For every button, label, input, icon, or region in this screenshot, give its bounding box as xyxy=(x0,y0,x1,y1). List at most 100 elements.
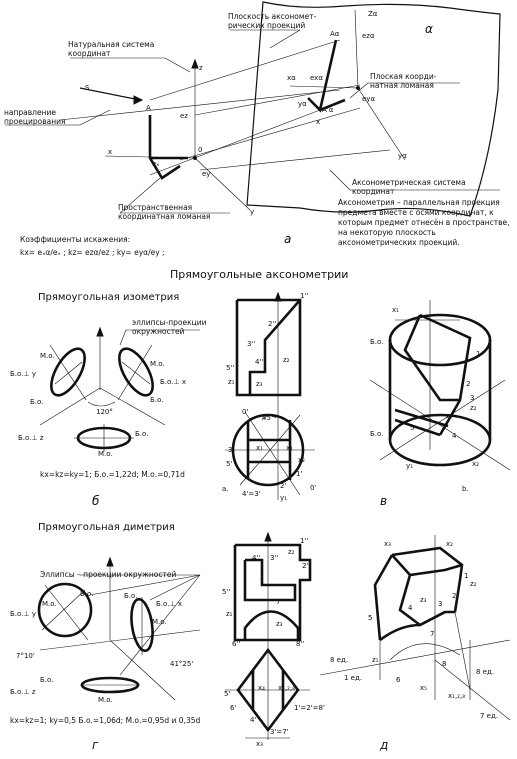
isometry-ellipses-graphics xyxy=(39,326,200,452)
iso-axon-x2: x₂ xyxy=(472,460,479,468)
ortho-label-x1b: x₁ xyxy=(286,444,293,452)
ortho-label-2p: 2' xyxy=(280,482,287,490)
dim-ortho-x4: x₄ xyxy=(258,684,265,692)
isometry-axonometric-graphics xyxy=(369,300,511,471)
ortho-label-0b: 0' xyxy=(310,484,317,492)
dim-ortho-4: 4'' xyxy=(252,554,261,562)
ortho-label-y1: y₁ xyxy=(280,494,287,502)
iso-axon-bo-bottom: Б.о. xyxy=(370,430,384,438)
iso-axon-1: 1 xyxy=(476,350,481,358)
dimetry-formula: kx=kz=1; ky=0,5 Б.о.=1,06d; М.о.=0,95d и… xyxy=(10,716,201,725)
dim-axon-x3: x₃ xyxy=(384,540,391,548)
iso-axon-caption: b. xyxy=(462,485,469,493)
dim-axon-8: 8 xyxy=(442,660,447,668)
ortho-label-43: 4'=3' xyxy=(242,490,261,498)
dim-angle2: 41°25' xyxy=(170,660,194,668)
figure-letter-a: а xyxy=(284,232,292,246)
axon-plane xyxy=(246,1,501,217)
iso-axon-z1: z₁ xyxy=(446,412,453,420)
label-ey: ey xyxy=(202,170,211,178)
plane-label: Плоскость аксономет- рических проекций xyxy=(228,12,317,30)
iso-axon-bo-top: Б.о. xyxy=(370,338,384,346)
ortho-label-3: 3'' xyxy=(247,340,256,348)
ortho-label-5: 5'' xyxy=(226,364,235,372)
ortho-label-2: 2'' xyxy=(268,320,277,328)
isometry-subtitle: Прямоугольная изометрия xyxy=(38,292,180,303)
isometry-ellipse-note: эллипсы-проекции окружностей xyxy=(132,318,207,336)
label-ez: ez xyxy=(180,112,188,120)
ortho-label-5p: 5' xyxy=(226,460,233,468)
dim-axon-8u-left: 8 ед. xyxy=(330,656,349,664)
dim-ortho-4p: 4' xyxy=(250,716,257,724)
label-xa: xα xyxy=(287,74,296,82)
figure-letter-v: в xyxy=(380,494,388,508)
iso-mo-right: М.о. xyxy=(150,360,165,368)
label-alpha: α xyxy=(425,22,433,36)
ortho-label-45: 45° xyxy=(262,414,275,422)
label-ya2: yα xyxy=(398,152,407,160)
label-ea-z: ezα xyxy=(362,32,375,40)
iso-axon-3: 3 xyxy=(470,394,475,402)
label-Aa: Aα xyxy=(330,30,340,38)
page-title: Прямоугольные аксонометрии xyxy=(170,268,349,281)
iso-axon-x1: x₁ xyxy=(392,306,399,314)
dim-ortho-1: 1'' xyxy=(300,537,309,545)
iso-bo-y: Б.о.⊥ y xyxy=(10,370,37,378)
dim-axon-7u: 7 ед. xyxy=(480,712,499,720)
dim-ortho-z3: z₃ xyxy=(276,620,283,628)
dim-axon-z2: z₂ xyxy=(470,580,477,588)
axon-system-label: Аксонометрическая система координат xyxy=(352,178,466,196)
natural-system-label: Натуральная система координат xyxy=(68,40,155,58)
dimetry-axonometric-graphics xyxy=(319,535,511,721)
ortho-label-0a: 0' xyxy=(242,408,249,416)
isometry-orthographic-graphics xyxy=(225,291,315,500)
dim-axon-x128: x₁,₂,₈ xyxy=(448,692,466,700)
isometry-formula: kx=kz=ky=1; Б.о.=1,22d; М.о.=0,71d xyxy=(40,470,185,479)
iso-angle: 120° xyxy=(96,408,113,416)
dim-axon-4: 4 xyxy=(408,604,413,612)
dim-bo-x: Б.о.⊥ x xyxy=(156,600,183,608)
label-A1a: A'α xyxy=(322,106,334,114)
iso-mo-left: М.о. xyxy=(40,352,55,360)
dim-ortho-5p: 5' xyxy=(224,690,231,698)
iso-ortho-caption: a. xyxy=(222,485,229,493)
label-ex: eₓ xyxy=(152,160,160,168)
iso-bo-z: Б.о.⊥ z xyxy=(18,434,44,442)
dim-ortho-6: 6'' xyxy=(232,640,241,648)
dim-bo-bottom: Б.о. xyxy=(40,676,54,684)
dim-ortho-7: 7'' xyxy=(276,598,285,606)
axonometry-definition: Аксонометрия – параллельная проекция пре… xyxy=(338,198,510,247)
dim-axon-z3: z₃ xyxy=(420,596,427,604)
dim-axon-1: 1 xyxy=(464,572,469,580)
ortho-label-1p: 1' xyxy=(296,470,303,478)
dim-axon-z1: z₁ xyxy=(372,656,379,664)
dim-ortho-z2: z₂ xyxy=(288,548,295,556)
ortho-label-z3: z₃ xyxy=(256,380,263,388)
label-Za: Zα xyxy=(368,10,378,18)
ortho-label-x2: x₂ xyxy=(298,456,305,464)
figure-letter-d: д xyxy=(380,738,389,752)
iso-mo-bottom: М.о. xyxy=(98,450,113,458)
spatial-broken-line-label: Пространственная координатная ломаная xyxy=(118,203,211,221)
iso-axon-z2: z₂ xyxy=(470,404,477,412)
dim-ortho-128: 1'=2'=8' xyxy=(294,704,325,712)
dim-ortho-x3: x₃ xyxy=(256,740,263,748)
iso-axon-4: 4 xyxy=(452,432,457,440)
dimetry-ellipses-graphics xyxy=(37,556,201,701)
ortho-label-1: 1'' xyxy=(300,292,309,300)
dimetry-orthographic-graphics xyxy=(225,531,312,740)
dim-bo-y: Б.о.⊥ y xyxy=(10,610,37,618)
label-eya: eyα xyxy=(362,95,376,103)
projection-direction-label: направление проецирования xyxy=(4,108,66,126)
dim-axon-2: 2 xyxy=(452,592,457,600)
dim-ortho-2: 2'' xyxy=(302,562,311,570)
iso-axon-2: 2 xyxy=(466,380,471,388)
dim-ortho-8: 8'' xyxy=(296,640,305,648)
dim-axon-6: 6 xyxy=(396,676,401,684)
dim-ortho-z1: z₁ xyxy=(226,610,233,618)
coefficients-title: Коэффициенты искажения: xyxy=(20,235,131,244)
iso-bo-x: Б.о.⊥ x xyxy=(160,378,187,386)
dim-mo-left: М.о. xyxy=(42,600,57,608)
ortho-label-z1: z₁ xyxy=(228,378,235,386)
